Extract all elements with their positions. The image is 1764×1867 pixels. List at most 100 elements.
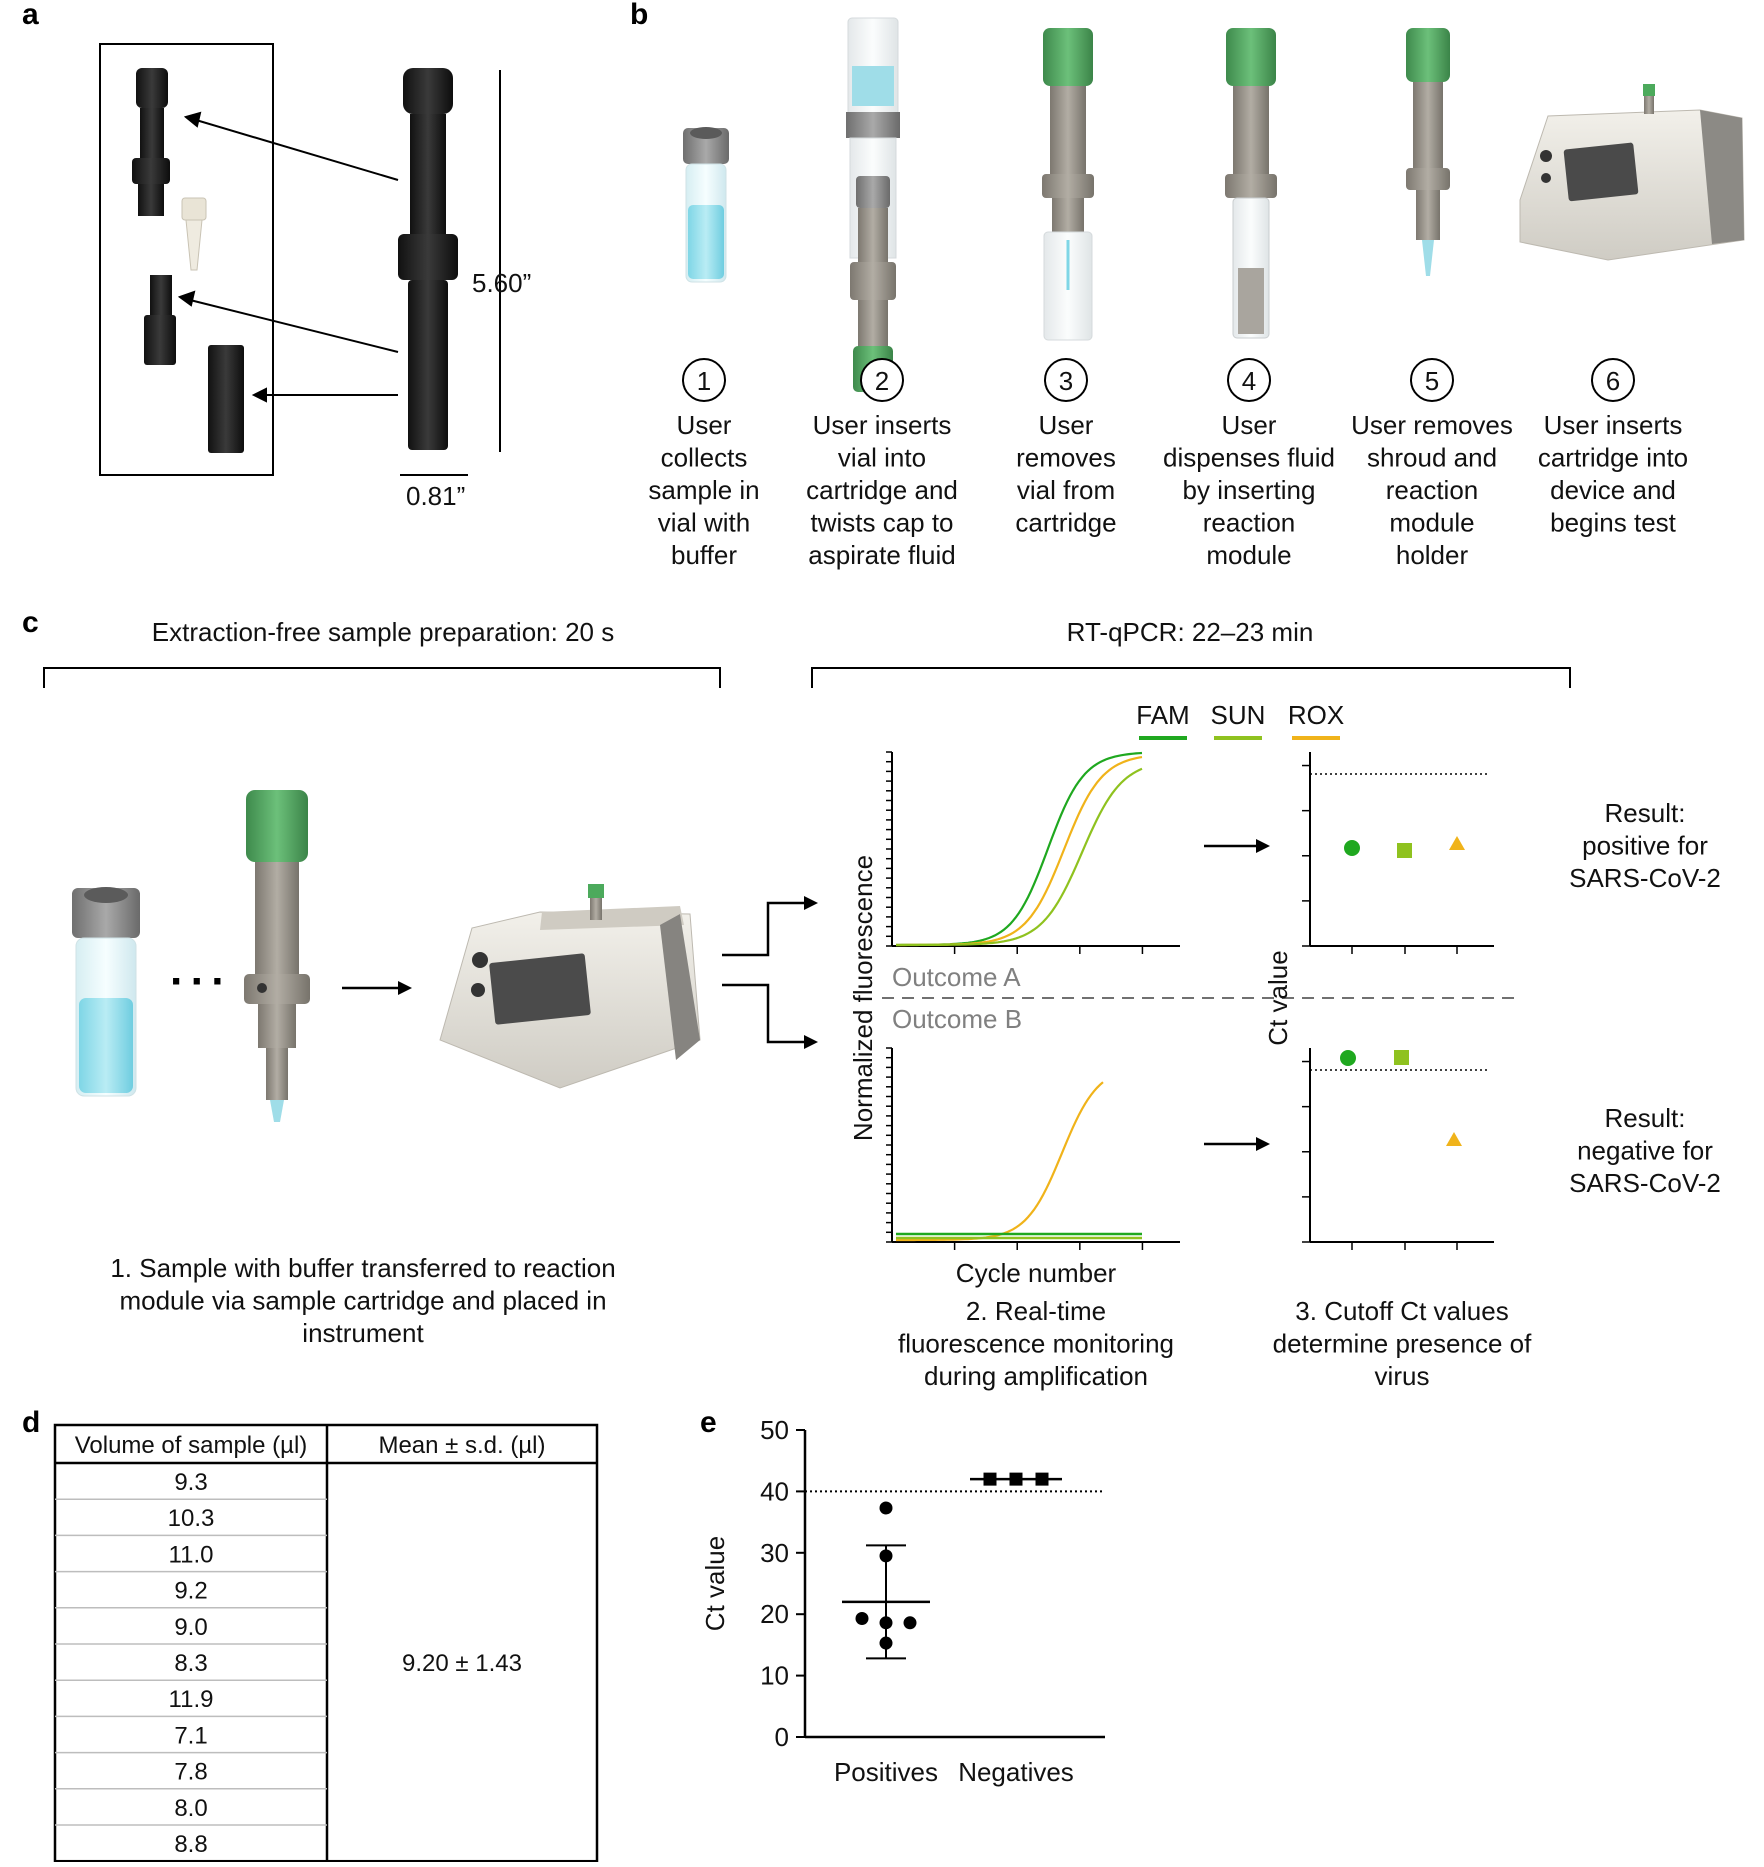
fam-curve (896, 751, 1143, 947)
ct-value-label-c: Ct value (1263, 950, 1293, 1045)
step-2-caption-line: twists cap to (810, 508, 953, 538)
step-6-number: 6 (1606, 366, 1620, 396)
step-4-caption-line: module (1206, 540, 1291, 570)
step-3-caption-line: vial from (1017, 475, 1115, 505)
y-tick-label: 10 (760, 1661, 789, 1691)
panel-d-label: d (22, 1406, 40, 1439)
step-1-caption-line: buffer (671, 540, 737, 570)
step-6-caption-line: begins test (1550, 508, 1677, 538)
volume-cell: 9.3 (174, 1469, 207, 1496)
step-5-circle (1410, 358, 1454, 402)
step-3-caption-line: removes (1016, 443, 1116, 473)
step-6-circle (1591, 358, 1635, 402)
negative-point (1035, 1472, 1049, 1486)
legend-rox-label: ROX (1288, 700, 1344, 730)
rox-ct-marker (1449, 836, 1465, 850)
prep-header: Extraction-free sample preparation: 20 s (152, 617, 614, 647)
step-6-caption-line: device and (1550, 475, 1676, 505)
cap3-line: virus (1375, 1361, 1430, 1391)
step-4-circle (1227, 358, 1271, 402)
volume-cell: 9.2 (174, 1578, 207, 1605)
step2-cartridge (846, 17, 900, 392)
legend-sun-label: SUN (1211, 700, 1266, 730)
step-5-caption-line: holder (1396, 540, 1469, 570)
module-holder-part (144, 275, 176, 365)
volume-cell: 7.8 (174, 1759, 207, 1786)
rtqpcr-bracket (811, 667, 1571, 688)
step-4-caption-line: User (1222, 410, 1277, 440)
panel-a-photo: 5.60” 0.81” (99, 43, 531, 511)
rox-ct-marker (1446, 1132, 1462, 1146)
resNeg-line: SARS-CoV-2 (1569, 1168, 1721, 1198)
negative-point (983, 1472, 997, 1486)
step-2-number: 2 (875, 366, 889, 396)
step1-vial (683, 127, 729, 283)
resNeg-line: negative for (1577, 1136, 1713, 1166)
step-1-caption-line: User (677, 410, 732, 440)
step-1-circle (682, 358, 726, 402)
panel-b-illustrations (683, 17, 1745, 392)
outcome-a-arrowhead (804, 896, 818, 910)
step-5-caption-line: module (1389, 508, 1474, 538)
step-3-circle (1044, 358, 1088, 402)
result-b-arrowhead (1256, 1137, 1270, 1151)
mean-sd-cell: 9.20 ± 1.43 (402, 1650, 522, 1677)
cap2-line: fluorescence monitoring (898, 1329, 1174, 1359)
outcome-arrows (722, 901, 806, 1044)
step-5-number: 5 (1425, 366, 1439, 396)
step-5-caption-line: User removes (1351, 410, 1513, 440)
fam-ct-marker (1344, 840, 1360, 856)
cap2-line: 2. Real-time (966, 1296, 1106, 1326)
cap1-line: module via sample cartridge and placed i… (119, 1286, 606, 1316)
volume-cell: 10.3 (168, 1505, 215, 1532)
mean-sd-header: Mean ± s.d. (µl) (378, 1432, 545, 1459)
step-1-number: 1 (697, 366, 711, 396)
amplification-plot-a (886, 751, 1180, 954)
step-5-caption-line: shroud and (1367, 443, 1497, 473)
panel-b-label: b (630, 0, 648, 31)
prep-arrowhead (398, 981, 412, 995)
width-dimension: 0.81” (406, 481, 465, 511)
volume-table: Volume of sample (µl) Mean ± s.d. (µl) 9.3… (53, 1423, 599, 1863)
y-tick-label: 40 (760, 1476, 789, 1506)
step-5-caption-line: reaction (1386, 475, 1479, 505)
cartridge-cap-part (132, 68, 170, 216)
y-tick-label: 20 (760, 1599, 789, 1629)
rtqpcr-header: RT-qPCR: 22–23 min (1067, 617, 1314, 647)
y-tick-label: 30 (760, 1538, 789, 1568)
step5-cartridge (1406, 28, 1450, 276)
volume-cell: 8.0 (174, 1795, 207, 1822)
cycle-number-label: Cycle number (956, 1258, 1117, 1288)
ct-value-axis-label: Ct value (700, 1536, 730, 1631)
result-a-arrowhead (1256, 839, 1270, 853)
sample-vial (72, 887, 140, 1097)
tip-part (181, 197, 207, 271)
length-dimension: 5.60” (472, 268, 531, 298)
positive-point (879, 1549, 893, 1563)
volume-header: Volume of sample (µl) (75, 1432, 308, 1459)
step-6-caption-line: User inserts (1544, 410, 1683, 440)
sun-ct-marker (1394, 1050, 1409, 1065)
outcome-b-arrowhead (804, 1035, 818, 1049)
x-category-label: Positives (834, 1757, 938, 1787)
prep-bracket (43, 667, 721, 688)
rox-curve (896, 1081, 1104, 1242)
resPos-line: positive for (1582, 831, 1708, 861)
volume-cell: 7.1 (174, 1722, 207, 1749)
step-3-number: 3 (1059, 366, 1073, 396)
step-4-caption-line: reaction (1203, 508, 1296, 538)
sample-cartridge (244, 790, 310, 1122)
step4-cartridge (1225, 28, 1277, 339)
volume-cell: 11.9 (169, 1686, 214, 1713)
resPos-line: Result: (1605, 798, 1686, 828)
y-tick-label: 50 (760, 1415, 789, 1445)
negative-point (1009, 1472, 1023, 1486)
